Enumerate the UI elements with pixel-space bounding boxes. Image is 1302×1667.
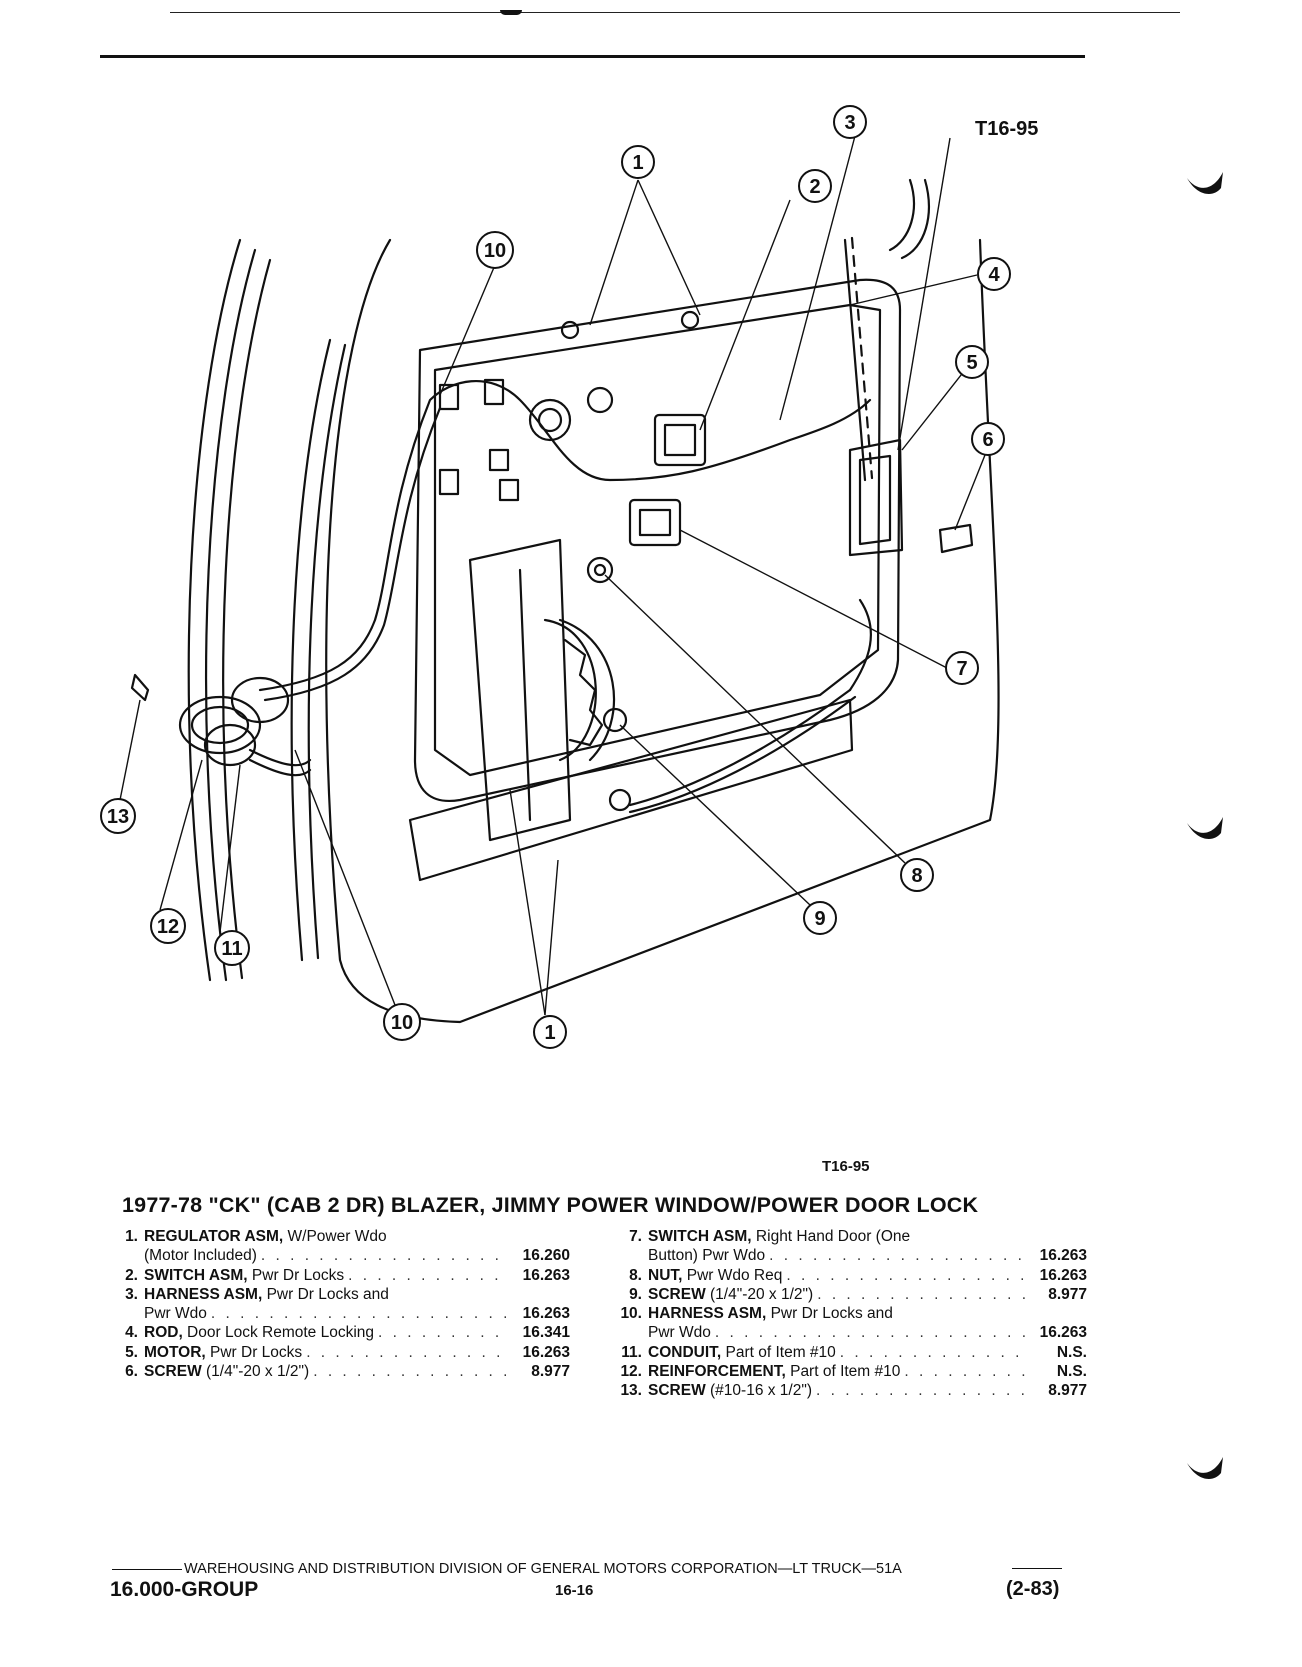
part-item: 1. REGULATOR ASM, W/Power Wdo (Motor Inc…: [108, 1227, 570, 1266]
svg-text:7: 7: [956, 658, 967, 680]
binder-hole-mark: [1187, 817, 1223, 839]
part-item: 5. MOTOR, Pwr Dr Locks16.263: [108, 1343, 570, 1362]
part-item: 11. CONDUIT, Part of Item #10N.S.: [612, 1343, 1087, 1362]
footer-dash: [1012, 1568, 1062, 1569]
lower-harness: [628, 688, 852, 807]
callout-13: 13: [100, 798, 136, 834]
svg-text:2: 2: [809, 176, 820, 198]
svg-text:8: 8: [911, 865, 922, 887]
footer-date: (2-83): [1006, 1578, 1060, 1600]
svg-text:5: 5: [966, 352, 977, 374]
screw-13: [130, 673, 150, 702]
callout-2: 2: [798, 169, 832, 203]
callout-11: 11: [214, 930, 250, 966]
parts-list-title: 1977-78 "CK" (CAB 2 DR) BLAZER, JIMMY PO…: [122, 1193, 979, 1217]
callout-1-top: 1: [621, 145, 655, 179]
screw-9: [602, 707, 628, 733]
part-item: 8. NUT, Pwr Wdo Req16.263: [612, 1266, 1087, 1285]
window-switch: [628, 498, 682, 547]
svg-text:1: 1: [632, 152, 643, 174]
parts-list-left: 1. REGULATOR ASM, W/Power Wdo (Motor Inc…: [108, 1227, 570, 1381]
callout-markers: 1 2 3 4 5 6 7 8 9 10 11 12 13 10 1: [100, 105, 1011, 1049]
binder-hole-mark: [1187, 172, 1223, 194]
svg-text:13: 13: [107, 806, 129, 828]
svg-text:10: 10: [391, 1012, 413, 1034]
svg-text:3: 3: [844, 112, 855, 134]
top-thin-rule: [170, 12, 1180, 13]
harness-conduit: [258, 379, 872, 692]
callout-7: 7: [945, 651, 979, 685]
part-item: 9. SCREW (1/4"-20 x 1/2")8.977: [612, 1285, 1087, 1304]
part-item: 10. HARNESS ASM, Pwr Dr Locks and Pwr Wd…: [612, 1304, 1087, 1343]
figure-tag-top: T16-95: [975, 118, 1039, 140]
part-item: 13. SCREW (#10-16 x 1/2")8.977: [612, 1381, 1087, 1400]
door-lower-pocket: [408, 698, 854, 882]
svg-text:4: 4: [988, 264, 1000, 286]
door-inner-panel: [413, 278, 902, 803]
lock-rod: [843, 238, 867, 482]
nut-8: [586, 556, 614, 584]
callout-5: 5: [955, 345, 989, 379]
callout-4: 4: [977, 257, 1011, 291]
part-item: 3. HARNESS ASM, Pwr Dr Locks and Pwr Wdo…: [108, 1285, 570, 1324]
footer-group: 16.000-GROUP: [110, 1578, 259, 1601]
svg-text:9: 9: [814, 908, 825, 930]
footer-division: WAREHOUSING AND DISTRIBUTION DIVISION OF…: [112, 1561, 902, 1577]
callout-12: 12: [150, 908, 186, 944]
callout-10-bottom: 10: [383, 1003, 421, 1041]
callout-6: 6: [971, 422, 1005, 456]
door-edge-curve: [187, 238, 242, 982]
header-rule: [100, 55, 1085, 58]
svg-text:1: 1: [544, 1022, 555, 1044]
screw-6: [938, 523, 974, 554]
figure-tag-bottom: T16-95: [822, 1158, 870, 1175]
svg-text:12: 12: [157, 916, 179, 938]
part-item: 6. SCREW (1/4"-20 x 1/2")8.977: [108, 1362, 570, 1381]
door-outer-frame: [325, 238, 1000, 1024]
footer-page-number: 16-16: [555, 1582, 594, 1599]
regulator-gear: [563, 638, 604, 747]
callout-8: 8: [900, 858, 934, 892]
callout-9: 9: [803, 901, 837, 935]
lock-motor: [848, 438, 904, 557]
callout-10-top: 10: [476, 231, 514, 269]
top-notch-mark: [500, 10, 522, 15]
door-exploded-diagram: 1 2 3 4 5 6 7 8 9 10 11 12 13 10 1: [100, 105, 1011, 1049]
svg-text:6: 6: [982, 429, 993, 451]
grommet: [178, 695, 262, 755]
regulator-plate: [468, 538, 572, 842]
binder-hole-mark: [1187, 1457, 1223, 1479]
svg-text:10: 10: [484, 240, 506, 262]
part-item: 4. ROD, Door Lock Remote Locking16.341: [108, 1323, 570, 1342]
part-item: 7. SWITCH ASM, Right Hand Door (One Butt…: [612, 1227, 1087, 1266]
parts-list-right: 7. SWITCH ASM, Right Hand Door (One Butt…: [612, 1227, 1087, 1401]
part-item: 12. REINFORCEMENT, Part of Item #10N.S.: [612, 1362, 1087, 1381]
lock-switch: [653, 413, 707, 467]
svg-text:11: 11: [221, 938, 242, 960]
callout-1-bottom: 1: [533, 1015, 567, 1049]
callout-3: 3: [833, 105, 867, 139]
part-item: 2. SWITCH ASM, Pwr Dr Locks16.263: [108, 1266, 570, 1285]
